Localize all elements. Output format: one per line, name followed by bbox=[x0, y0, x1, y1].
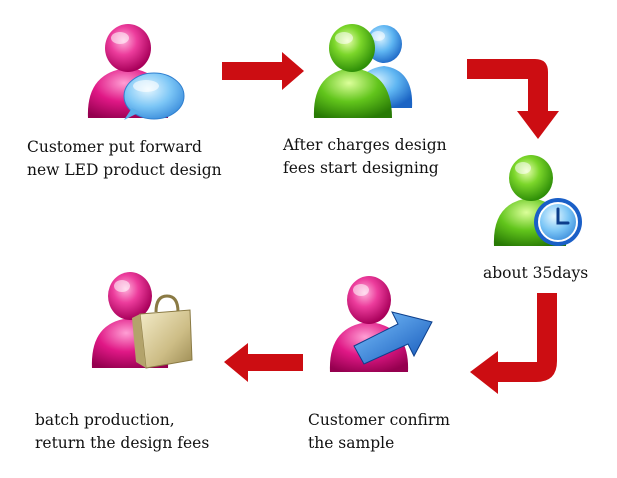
step-3-icon-group bbox=[493, 155, 582, 246]
step-5-label-line-1: batch production, bbox=[35, 411, 175, 429]
arrow-right bbox=[222, 52, 304, 90]
arrow-turn-down-right bbox=[467, 59, 559, 139]
step-1-label-line-1: Customer put forward bbox=[27, 138, 202, 156]
shopping-bag-icon bbox=[132, 294, 193, 369]
step-1-label-line-2: new LED product design bbox=[27, 161, 222, 179]
step-4-icon-group bbox=[329, 276, 433, 372]
step-2-label-line-1: After charges design bbox=[283, 136, 447, 154]
step-5-label-line-2: return the design fees bbox=[35, 434, 210, 452]
step-4-label: Customer confirm the sample bbox=[308, 409, 450, 455]
speech-bubble-icon bbox=[123, 72, 185, 120]
send-arrow-icon bbox=[353, 311, 433, 365]
step-4-label-line-1: Customer confirm bbox=[308, 411, 451, 429]
step-3-label: about 35days bbox=[483, 262, 588, 285]
step-3-label-line-1: about 35days bbox=[483, 264, 589, 282]
clock-icon bbox=[534, 198, 582, 246]
step-2-label-line-2: fees start designing bbox=[283, 159, 439, 177]
step-5-label: batch production, return the design fees bbox=[35, 409, 209, 455]
step-4-label-line-2: the sample bbox=[308, 434, 395, 452]
green-person-icon bbox=[313, 24, 392, 118]
step-5-icon-group bbox=[91, 272, 193, 369]
step-1-icon-group bbox=[87, 24, 185, 120]
arrow-turn-down-left bbox=[470, 293, 557, 394]
step-2-icon-group bbox=[313, 24, 413, 118]
step-1-label: Customer put forward new LED product des… bbox=[27, 136, 222, 182]
step-2-label: After charges design fees start designin… bbox=[283, 134, 447, 180]
arrow-left bbox=[224, 343, 303, 382]
